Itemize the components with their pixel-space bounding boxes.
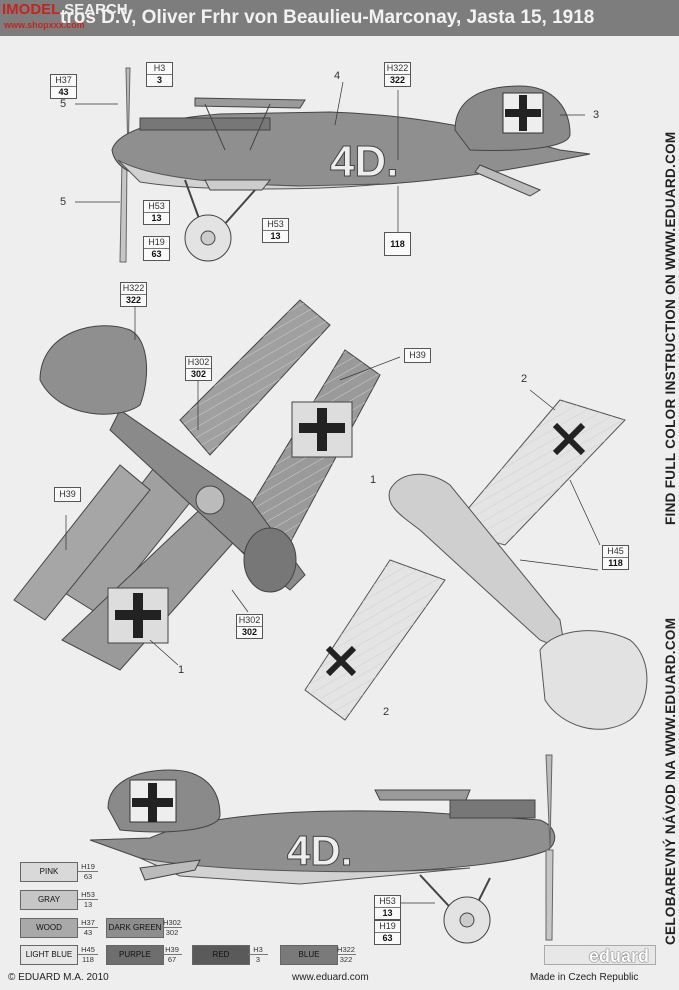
label-3: 3 (593, 109, 600, 121)
watermark-sub: www.shopxxx.com (4, 20, 85, 30)
side-text-full-color: FIND FULL COLOR INSTRUCTION ON WWW.EDUAR… (663, 131, 678, 525)
label-1-left: 1 (178, 664, 185, 676)
legend-swatch-wood: WOOD (20, 918, 78, 938)
callout-h39-a: H39 (404, 348, 431, 363)
side-text-czech: CELOBAREVNÝ NÁVOD NA WWW.EDUARD.COM (663, 617, 678, 945)
footer-url: www.eduard.com (292, 972, 369, 983)
legend-swatch-blue: BLUE (280, 945, 338, 965)
callout-118-top: 118 (384, 232, 411, 256)
underside-view (13, 299, 401, 671)
label-4: 4 (334, 70, 341, 82)
page-title: tros D.V, Oliver Frhr von Beaulieu-Marco… (60, 7, 595, 28)
watermark-logo: IMODEL SEARCH (2, 1, 128, 18)
bottom-side-view: 4D. (89, 754, 556, 944)
top-side-view: 4D. (75, 67, 591, 263)
legend-swatch-gray: GRAY (20, 890, 78, 910)
header-bar (0, 0, 679, 36)
footer-made-in: Made in Czech Republic (530, 972, 639, 983)
legend-swatch-light-blue: LIGHT BLUE (20, 945, 78, 965)
topside-view (304, 389, 648, 730)
label-2-top: 2 (521, 373, 528, 385)
label-5-top: 5 (60, 98, 67, 110)
footer-copyright: © EDUARD M.A. 2010 (8, 972, 109, 983)
aircraft-drawings: 4D. (13, 67, 648, 944)
legend-swatch-purple: PURPLE (106, 945, 164, 965)
label-1-right: 1 (370, 474, 377, 486)
svg-text:4D.: 4D. (287, 827, 352, 874)
svg-text:4D.: 4D. (330, 137, 398, 186)
legend-swatch-red: RED (192, 945, 250, 965)
legend-swatch-pink: PINK (20, 862, 78, 882)
callout-h39-b: H39 (54, 487, 81, 502)
legend-swatch-dark-green: DARK GREEN (106, 918, 164, 938)
label-5-bottom: 5 (60, 196, 67, 208)
eduard-logo: eduard (544, 945, 656, 966)
label-2-bottom: 2 (383, 706, 390, 718)
